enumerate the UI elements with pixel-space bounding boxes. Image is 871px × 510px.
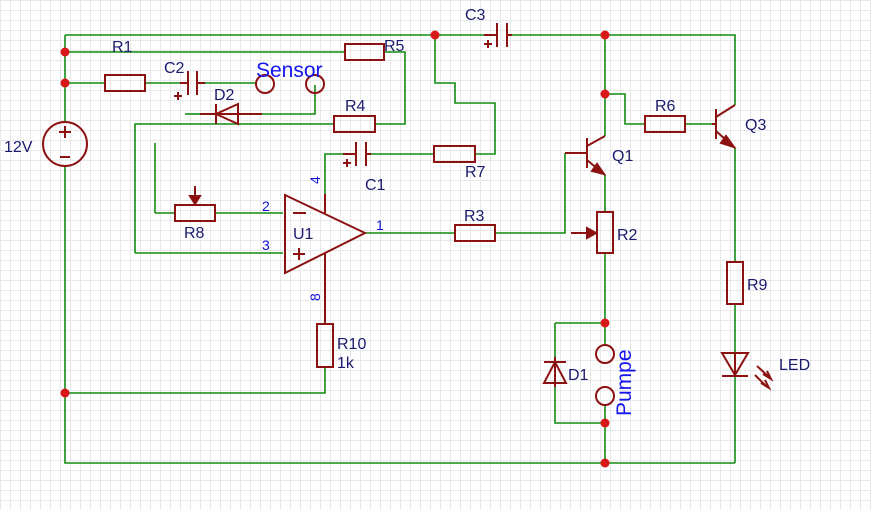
opamp-u1 [284, 193, 368, 285]
junction-dot [430, 30, 440, 40]
pin-label-8: 8 [307, 293, 323, 301]
label-r10: R10 [337, 336, 366, 353]
label-q3: Q3 [745, 117, 766, 134]
resistor-r1 [104, 74, 146, 92]
label-q1: Q1 [612, 148, 633, 165]
label-pump: Pumpe [613, 349, 636, 416]
label-sensor: Sensor [256, 59, 323, 82]
resistor-r7 [433, 145, 476, 163]
resistor-r9 [726, 261, 744, 305]
voltage-source-12v [42, 121, 88, 167]
resistor-r3 [454, 224, 496, 242]
potentiometer-r2 [571, 211, 614, 254]
label-supply-voltage: 12V [4, 139, 33, 156]
capacitor-c1 [343, 142, 371, 167]
junction-dot [600, 458, 610, 468]
transistor-q3 [712, 104, 737, 149]
label-u1: U1 [293, 226, 314, 243]
label-d1: D1 [568, 367, 589, 384]
pin-label-4: 4 [307, 176, 323, 184]
label-d2: D2 [214, 87, 235, 104]
label-r5: R5 [384, 38, 405, 55]
resistor-r4 [333, 115, 376, 133]
junction-dot [600, 318, 610, 328]
label-c1: C1 [365, 177, 386, 194]
label-c2: C2 [164, 60, 185, 77]
pump-terminal [595, 386, 615, 406]
label-c3: C3 [465, 7, 486, 24]
potentiometer-r8 [174, 186, 216, 222]
label-r10-value: 1k [337, 355, 355, 372]
resistor-r10 [316, 323, 334, 368]
diode-d1 [542, 357, 568, 387]
opamp-plus-sign [293, 248, 305, 260]
pump-connector [595, 344, 615, 406]
junction-dot [60, 78, 70, 88]
pin-label-3: 3 [262, 237, 270, 253]
label-r3: R3 [464, 208, 485, 225]
junction-dot [600, 30, 610, 40]
transistor-q1 [565, 135, 607, 176]
junction-dots [60, 30, 610, 468]
pin-label-1: 1 [376, 217, 384, 233]
junction-dot [60, 47, 70, 57]
pump-terminal [595, 344, 615, 364]
sensor-terminal [305, 74, 325, 94]
capacitor-c3 [484, 23, 512, 48]
label-led: LED [779, 357, 810, 374]
label-r2: R2 [617, 227, 638, 244]
sensor-terminal [255, 74, 275, 94]
diode-d2 [200, 102, 262, 126]
junction-dot [600, 89, 610, 99]
label-r9: R9 [747, 277, 768, 294]
pin-label-2: 2 [262, 198, 270, 214]
label-r6: R6 [655, 98, 676, 115]
led-diode [720, 352, 774, 391]
label-r8: R8 [184, 225, 205, 242]
wires [64, 34, 736, 464]
resistor-r6 [644, 115, 686, 133]
resistor-r5 [344, 43, 385, 61]
label-r4: R4 [345, 98, 366, 115]
labels: R1 C2 D2 R5 R4 C1 R7 C3 R3 R8 U1 R10 1k … [4, 7, 810, 416]
capacitor-c2 [174, 71, 205, 100]
junction-dot [600, 418, 610, 428]
junction-dot [60, 388, 70, 398]
label-r1: R1 [112, 39, 133, 56]
label-r7: R7 [465, 164, 486, 181]
sensor-connector [255, 74, 325, 94]
